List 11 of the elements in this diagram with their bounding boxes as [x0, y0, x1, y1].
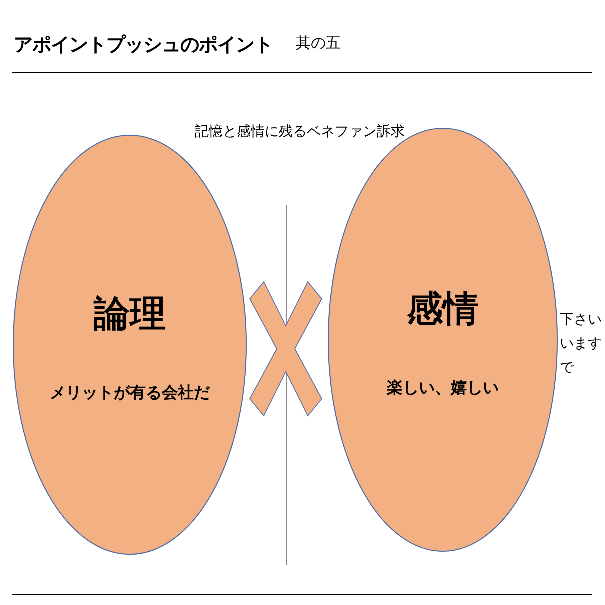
note-text: 下さい	[560, 311, 603, 329]
note-text: 其の五	[296, 34, 342, 53]
heading: 論理	[92, 293, 167, 338]
note-text: 記憶と感情に残るベネファン訴求	[194, 123, 406, 141]
note-text: います	[560, 335, 603, 353]
body-text: 楽しい、嬉しい	[386, 378, 500, 400]
heading: 感情	[406, 288, 480, 332]
cross-symbol	[249, 281, 323, 417]
note-text: で	[560, 359, 576, 377]
body-text: メリットが有る会社だ	[49, 382, 212, 404]
title: アポイントプッシュのポイント	[14, 33, 273, 58]
